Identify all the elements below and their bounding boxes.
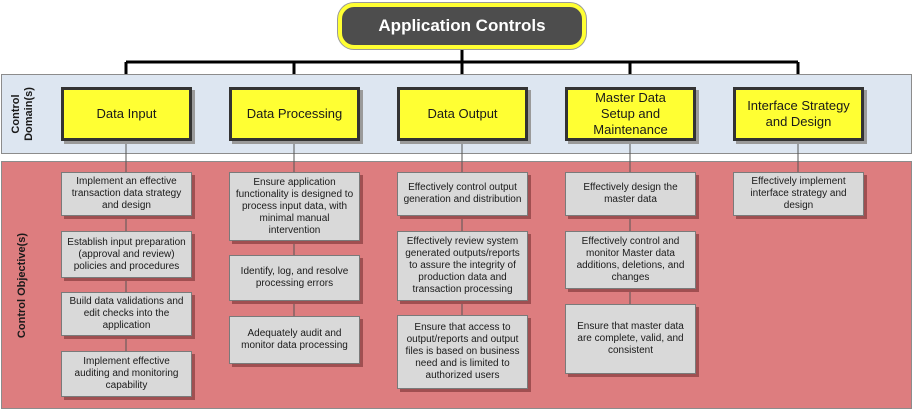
objective-data-input-2: Establish input preparation (approval an…	[61, 231, 192, 278]
objective-data-input-3: Build data validations and edit checks i…	[61, 292, 192, 336]
domain-data-output: Data Output	[397, 87, 528, 141]
objective-data-processing-2: Identify, log, and resolve processing er…	[229, 255, 360, 301]
objective-data-output-3: Ensure that access to output/reports and…	[397, 315, 528, 389]
domain-master-data-setup: Master Data Setup and Maintenance	[565, 87, 696, 141]
objective-data-processing-1: Ensure application functionality is desi…	[229, 172, 360, 241]
application-controls-title: Application Controls	[338, 3, 586, 49]
objective-master-data-3: Ensure that master data are complete, va…	[565, 304, 696, 374]
objective-data-output-2: Effectively review system generated outp…	[397, 231, 528, 301]
objective-data-input-4: Implement effective auditing and monitor…	[61, 351, 192, 397]
objective-data-input-1: Implement an effective transaction data …	[61, 172, 192, 216]
domain-data-input: Data Input	[61, 87, 192, 141]
domain-interface-strategy: Interface Strategy and Design	[733, 87, 864, 141]
objective-data-output-1: Effectively control output generation an…	[397, 172, 528, 216]
objective-master-data-2: Effectively control and monitor Master d…	[565, 231, 696, 289]
domain-data-processing: Data Processing	[229, 87, 360, 141]
objective-master-data-1: Effectively design the master data	[565, 172, 696, 216]
objective-interface-1: Effectively implement interface strategy…	[733, 172, 864, 216]
objective-data-processing-3: Adequately audit and monitor data proces…	[229, 316, 360, 364]
